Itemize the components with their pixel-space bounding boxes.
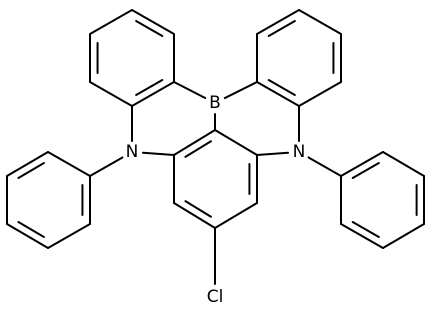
chlorine-label: Cl	[207, 287, 224, 307]
bond-r5-r6	[382, 151, 425, 177]
bond-b5-B	[223, 81, 258, 100]
atom-labels: B N N Cl	[126, 93, 306, 307]
bond-l2-l3	[47, 223, 91, 249]
bond-c3-c4	[214, 202, 258, 229]
bond-b1-b2	[298, 9, 342, 35]
bond-r6-r1	[340, 151, 384, 177]
bond-a1-a2	[131, 9, 175, 35]
bond-b6-b1	[256, 9, 300, 35]
bond-l6-l1	[47, 151, 91, 177]
nitrogen-right-label: N	[293, 142, 306, 162]
bond-l3-l4	[6, 223, 49, 249]
double-c4-c5	[184, 200, 212, 218]
bond-r2-r3	[340, 223, 384, 249]
bond-a4-a5	[89, 81, 133, 107]
bond-b4-b5	[256, 81, 300, 107]
bond-NR-r1	[307, 156, 342, 177]
double-l5-l6	[17, 162, 45, 179]
bond-c6-NL	[141, 151, 175, 156]
double-r2-r3	[351, 221, 380, 238]
nitrogen-left-label: N	[126, 142, 139, 162]
bond-l5-l6	[6, 151, 49, 177]
boron-label: B	[209, 93, 221, 113]
bond-NL-l1	[89, 156, 124, 177]
bond-c2-NR	[256, 151, 290, 156]
bond-a6-a1	[89, 9, 133, 35]
double-c1-c6	[184, 140, 212, 158]
double-r1-r6	[351, 162, 380, 179]
bond-a3-B	[173, 81, 207, 99]
bond-c4-c5	[173, 202, 216, 229]
double-b1-b6	[267, 20, 296, 37]
bond-a3-a4	[131, 81, 175, 107]
bond-b3-b4	[298, 81, 342, 107]
bond-lines	[6, 9, 425, 285]
double-b4-b5	[267, 79, 296, 96]
double-l3-l4	[17, 221, 45, 238]
double-a1-a2	[135, 20, 164, 37]
double-a3-a4	[135, 79, 164, 96]
bond-r3-r4	[382, 223, 425, 249]
bond-c6-c1	[173, 129, 216, 156]
bond-c1-c2	[214, 129, 258, 156]
